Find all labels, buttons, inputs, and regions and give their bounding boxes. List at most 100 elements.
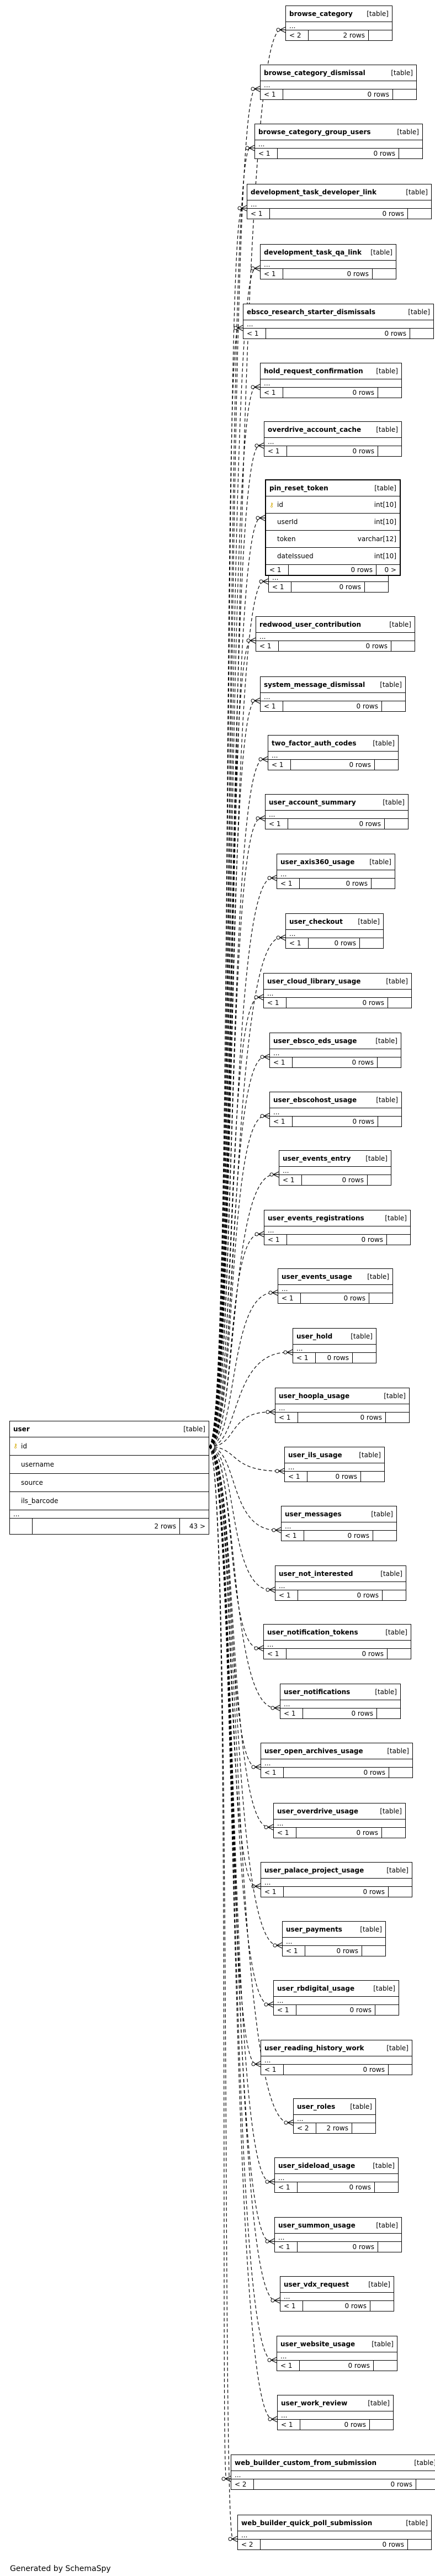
optional-marker xyxy=(228,2537,232,2541)
optional-marker xyxy=(266,1588,270,1592)
table-header: user_hold[table] xyxy=(293,1329,376,1345)
table-tag: [table] xyxy=(369,858,391,866)
table-header: user_website_usage[table] xyxy=(277,2336,397,2352)
table-tag: [table] xyxy=(380,681,402,689)
table-name: user_events_usage xyxy=(282,1273,352,1281)
relationship-line xyxy=(208,759,264,1447)
parents-count: < 1 xyxy=(270,1117,293,1126)
optional-marker xyxy=(273,1943,277,1948)
ellipsis-row: ... xyxy=(261,261,396,269)
table-tag: [table] xyxy=(408,308,430,316)
ellipsis-row: ... xyxy=(266,811,408,819)
table-ebsco-research-starter-dismissals[interactable]: ebsco_research_starter_dismissals[table]… xyxy=(243,304,434,339)
ellipsis-row: ... xyxy=(275,1404,409,1413)
table-tag: [table] xyxy=(359,1451,381,1459)
row-count: 0 rows xyxy=(303,2301,370,2311)
table-tag: [table] xyxy=(375,1037,397,1045)
table-header: hold_request_confirmation[table] xyxy=(261,363,401,379)
table-name: user_payments xyxy=(286,1926,342,1933)
optional-marker xyxy=(254,995,258,999)
row-count: 0 rows xyxy=(298,2242,378,2252)
table-name: user_reading_history_work xyxy=(264,2044,364,2052)
table-web-builder-custom-from-submission[interactable]: web_builder_custom_from_submission[table… xyxy=(231,2455,435,2490)
relationship-line xyxy=(208,1446,234,2540)
optional-marker xyxy=(272,1528,276,1532)
crows-foot-marker xyxy=(262,578,269,585)
parents-count: < 1 xyxy=(261,701,283,711)
table-header: user_cloud_library_usage[table] xyxy=(264,974,411,990)
table-footer: 2 rows 43 > xyxy=(10,1519,209,1534)
ellipsis-row: ... xyxy=(256,633,415,641)
column-type: varchar[12] xyxy=(357,535,396,543)
table-header: user_events_usage[table] xyxy=(278,1269,392,1285)
table-web-builder-quick-poll-submission[interactable]: web_builder_quick_poll_submission[table]… xyxy=(237,2515,432,2550)
crows-foot-marker xyxy=(272,1289,278,1296)
column-name: username xyxy=(21,1461,54,1468)
optional-marker xyxy=(266,1410,270,1414)
optional-marker xyxy=(276,935,280,940)
row-count: 2 rows xyxy=(316,2123,352,2133)
column-type: int[10] xyxy=(374,501,396,509)
parents-count: < 1 xyxy=(275,1590,298,1600)
parents-count: < 1 xyxy=(277,879,300,888)
parents-count: < 2 xyxy=(238,2540,261,2549)
table-browse-category-group-users[interactable]: browse_category_group_users[table]...< 1… xyxy=(254,124,423,159)
table-name: system_message_dismissal xyxy=(264,681,365,689)
user-table[interactable]: user [table] ⚷ id username source ils_ba… xyxy=(9,1421,209,1535)
crows-foot-marker xyxy=(287,1349,293,1356)
optional-marker xyxy=(265,2180,269,2184)
row-count: 0 rows xyxy=(287,446,378,456)
ellipsis-row: ... xyxy=(261,2056,412,2065)
parents-count: < 1 xyxy=(256,641,279,651)
table-development-task-developer-link[interactable]: development_task_developer_link[table]..… xyxy=(247,184,432,219)
row-count: 0 rows xyxy=(304,1531,373,1541)
table-tag: [table] xyxy=(391,69,413,77)
relationship-line xyxy=(208,1446,270,2242)
ellipsis-row: ... xyxy=(277,2352,397,2361)
table-header: user_palace_project_usage[table] xyxy=(261,1863,412,1879)
